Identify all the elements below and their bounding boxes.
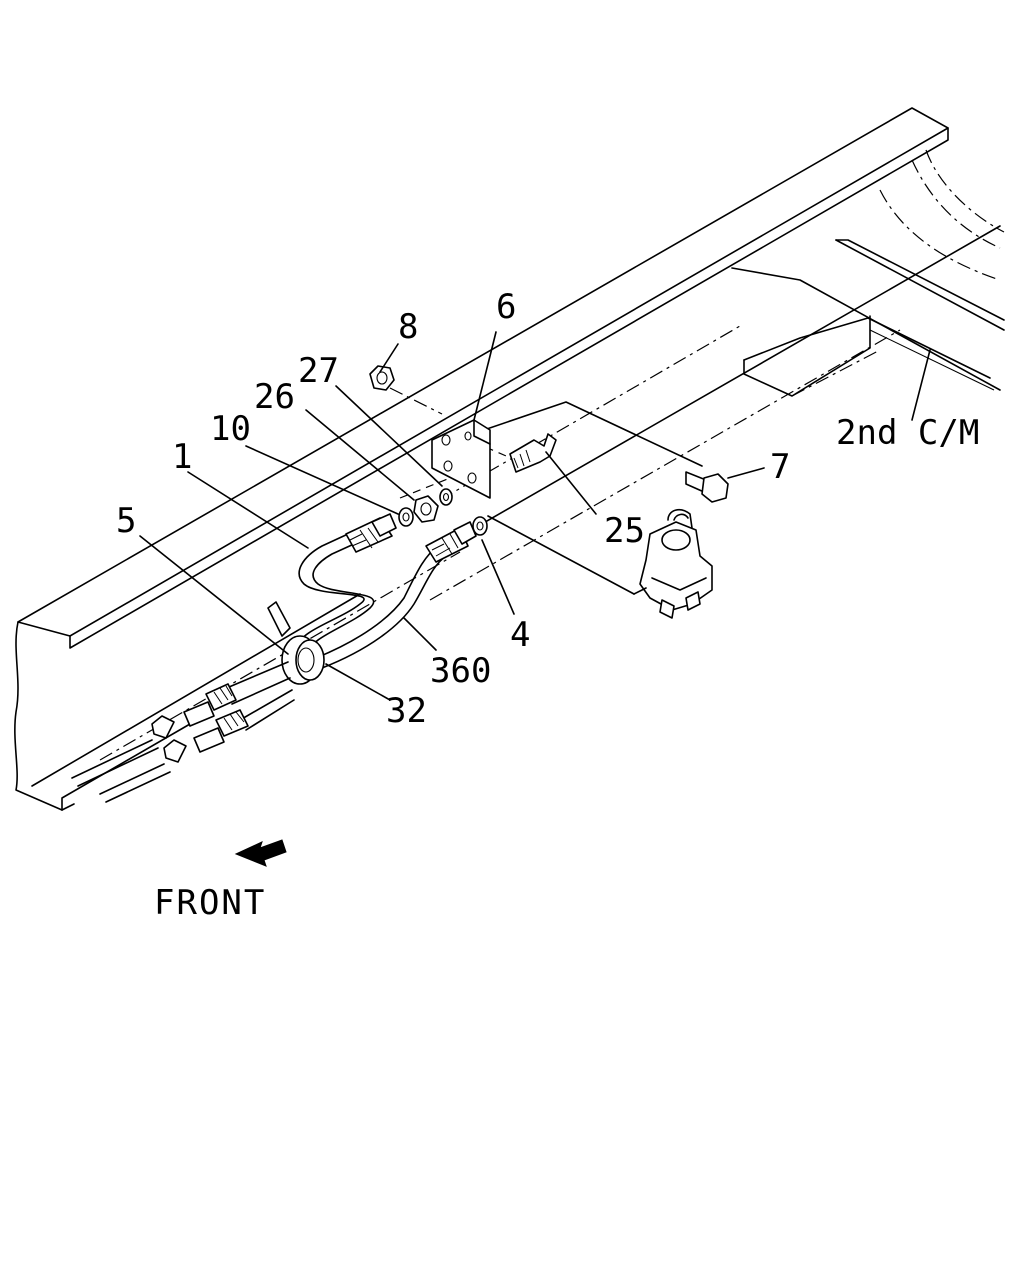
bracket [431, 419, 491, 499]
callout-6: 6 [496, 287, 516, 327]
leader-lines [139, 331, 931, 701]
second-crossmember [731, 149, 1005, 397]
callout-360: 360 [430, 651, 491, 691]
callout-26: 26 [254, 377, 295, 417]
callout-8: 8 [398, 307, 418, 347]
callout-25: 25 [604, 511, 645, 551]
callout-32: 32 [386, 691, 427, 731]
clamp-grommet [267, 601, 325, 685]
crossmember-label: 2nd C/M [836, 413, 979, 453]
washers [398, 488, 488, 536]
nut-8 [369, 365, 395, 391]
callout-7: 7 [770, 447, 790, 487]
callout-5: 5 [116, 501, 136, 541]
callout-10: 10 [210, 409, 251, 449]
union-25 [509, 433, 557, 473]
front-hoses [71, 661, 295, 803]
callout-4: 4 [510, 615, 530, 655]
callout-1: 1 [172, 437, 192, 477]
pipe-1 [295, 513, 397, 655]
bolt-7 [685, 471, 729, 503]
front-arrow-icon [234, 839, 287, 867]
callout-27: 27 [298, 351, 339, 391]
valve-assembly [633, 508, 713, 619]
front-label: FRONT [154, 883, 266, 923]
pipe-360 [315, 521, 477, 669]
frame-rail [14, 107, 1001, 811]
